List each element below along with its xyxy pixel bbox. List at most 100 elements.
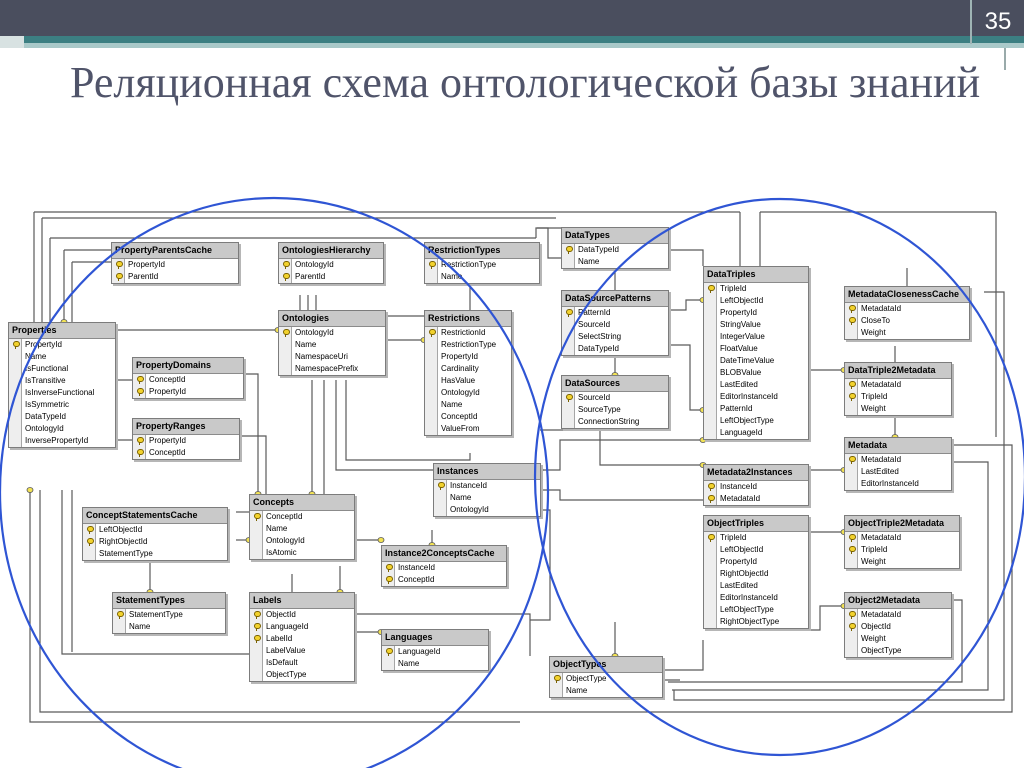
primary-key-icon xyxy=(279,271,292,283)
column-name: MetadataId xyxy=(861,304,902,313)
column-marker xyxy=(9,423,22,435)
column-row: ParentId xyxy=(279,271,383,283)
column-name: RightObjectId xyxy=(720,569,769,578)
relationship-line xyxy=(661,640,704,671)
table-title: Object2Metadata xyxy=(845,593,951,609)
column-row: ConceptId xyxy=(133,447,239,459)
overlay-circles xyxy=(0,196,1024,768)
column-row: TripleId xyxy=(704,532,808,544)
column-marker xyxy=(425,363,438,375)
column-marker xyxy=(704,556,717,568)
slide-number: 35 xyxy=(970,0,1024,44)
primary-key-icon xyxy=(133,435,146,447)
column-name: TripleId xyxy=(861,545,888,554)
column-name: LanguageId xyxy=(398,647,441,656)
column-name: MetadataId xyxy=(861,380,902,389)
column-name: ValueFrom xyxy=(441,424,480,433)
column-row: OntologyId xyxy=(425,387,511,399)
column-row: DateTimeValue xyxy=(704,355,808,367)
column-marker xyxy=(83,548,96,560)
relationship-line xyxy=(537,227,561,259)
column-marker xyxy=(425,411,438,423)
relationship-line xyxy=(668,249,704,266)
column-name: ObjectId xyxy=(861,622,891,631)
column-name: IntegerValue xyxy=(720,332,765,341)
accent-stripe-light xyxy=(0,43,1024,48)
primary-key-icon xyxy=(382,574,395,586)
column-name: Name xyxy=(566,686,588,695)
table-title: ObjectTriples xyxy=(704,516,808,532)
column-row: ObjectType xyxy=(550,673,662,685)
column-row: ObjectType xyxy=(250,669,354,681)
column-marker xyxy=(704,307,717,319)
column-row: PropertyId xyxy=(133,435,239,447)
primary-key-icon xyxy=(279,327,292,339)
column-name: IsFunctional xyxy=(25,364,69,373)
column-name: DataTypeId xyxy=(25,412,66,421)
column-row: ConceptId xyxy=(382,574,506,586)
column-name: StatementType xyxy=(129,610,183,619)
table-title: StatementTypes xyxy=(113,593,225,609)
column-name: RestrictionType xyxy=(441,340,497,349)
primary-key-icon xyxy=(845,544,858,556)
column-marker xyxy=(425,387,438,399)
column-name: ParentId xyxy=(128,272,159,281)
column-marker xyxy=(9,351,22,363)
column-name: LeftObjectType xyxy=(720,416,774,425)
column-marker xyxy=(704,592,717,604)
column-name: TripleId xyxy=(861,392,888,401)
column-name: BLOBValue xyxy=(720,368,762,377)
table-title: Languages xyxy=(382,630,488,646)
primary-key-icon xyxy=(83,536,96,548)
column-row: Name xyxy=(425,271,539,283)
table-title: RestrictionTypes xyxy=(425,243,539,259)
column-marker xyxy=(704,403,717,415)
column-marker xyxy=(704,427,717,439)
column-marker xyxy=(704,367,717,379)
column-name: Name xyxy=(266,524,288,533)
relationship-line xyxy=(540,439,703,471)
column-row: IsFunctional xyxy=(9,363,115,375)
column-name: MetadataId xyxy=(861,533,902,542)
column-marker xyxy=(704,331,717,343)
column-row: FloatValue xyxy=(704,343,808,355)
primary-key-icon xyxy=(434,480,447,492)
column-row: CloseTo xyxy=(845,315,969,327)
column-row: Name xyxy=(279,339,385,351)
table-title: Properties xyxy=(9,323,115,339)
column-marker xyxy=(250,657,263,669)
column-marker xyxy=(425,271,438,283)
table-title: ConceptStatementsCache xyxy=(83,508,227,524)
column-marker xyxy=(113,621,126,633)
column-name: InstanceId xyxy=(398,563,435,572)
relationship-connector xyxy=(377,537,385,543)
column-name: PropertyId xyxy=(149,387,186,396)
column-row: LeftObjectType xyxy=(704,415,808,427)
column-name: PropertyId xyxy=(149,436,186,445)
column-row: OntologyId xyxy=(279,327,385,339)
primary-key-icon xyxy=(425,327,438,339)
column-row: MetadataId xyxy=(845,379,951,391)
column-name: Name xyxy=(450,493,472,502)
relationship-line xyxy=(668,299,703,311)
column-row: Name xyxy=(250,523,354,535)
table-title: DataTriple2Metadata xyxy=(845,363,951,379)
column-name: LabelValue xyxy=(266,646,306,655)
column-name: CloseTo xyxy=(861,316,890,325)
column-marker xyxy=(9,411,22,423)
relationship-line xyxy=(668,344,703,411)
table-title: DataTriples xyxy=(704,267,808,283)
